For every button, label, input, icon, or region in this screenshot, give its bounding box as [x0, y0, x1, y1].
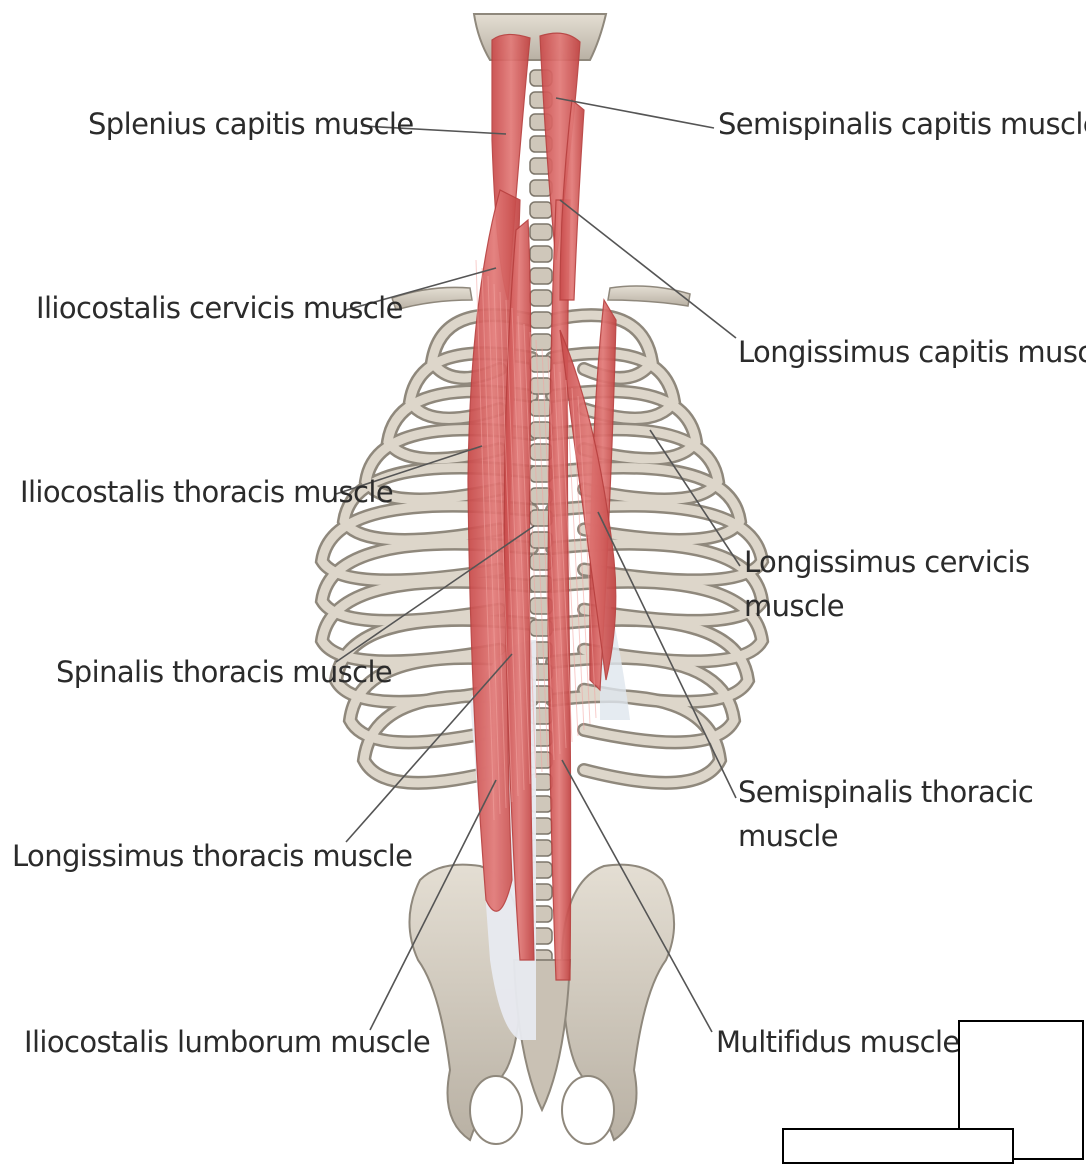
- vertebra: [530, 312, 552, 328]
- label-iliocostalis-thoracis: Iliocostalis thoracis muscle: [20, 470, 393, 514]
- vertebra: [530, 268, 552, 284]
- label-semispinalis-thoracic-line2: muscle: [738, 814, 838, 858]
- vertebra: [530, 202, 552, 218]
- label-longissimus-capitis: Longissimus capitis muscle: [738, 330, 1086, 374]
- label-longissimus-thoracis: Longissimus thoracis muscle: [12, 834, 412, 878]
- label-longissimus-cervicis-line2: muscle: [744, 584, 844, 628]
- label-longissimus-cervicis-line1: Longissimus cervicis: [744, 540, 1030, 584]
- label-multifidus: Multifidus muscle: [716, 1020, 960, 1064]
- vertebra: [530, 290, 552, 306]
- label-iliocostalis-lumborum: Iliocostalis lumborum muscle: [24, 1020, 430, 1064]
- label-semispinalis-capitis: Semispinalis capitis muscle: [718, 102, 1086, 146]
- vertebra: [530, 246, 552, 262]
- label-splenius-capitis: Splenius capitis muscle: [88, 102, 414, 146]
- right-clavicle: [608, 286, 690, 306]
- erector-spinae-group: [468, 33, 616, 980]
- vertebra: [530, 422, 552, 438]
- left-clavicle: [392, 287, 472, 310]
- label-semispinalis-thoracic-line1: Semispinalis thoracic: [738, 770, 1033, 814]
- label-spinalis-thoracis: Spinalis thoracis muscle: [56, 650, 392, 694]
- blank-box-wide: [782, 1128, 1014, 1164]
- vertebra: [530, 224, 552, 240]
- vertebra: [530, 334, 552, 350]
- label-iliocostalis-cervicis: Iliocostalis cervicis muscle: [36, 286, 403, 330]
